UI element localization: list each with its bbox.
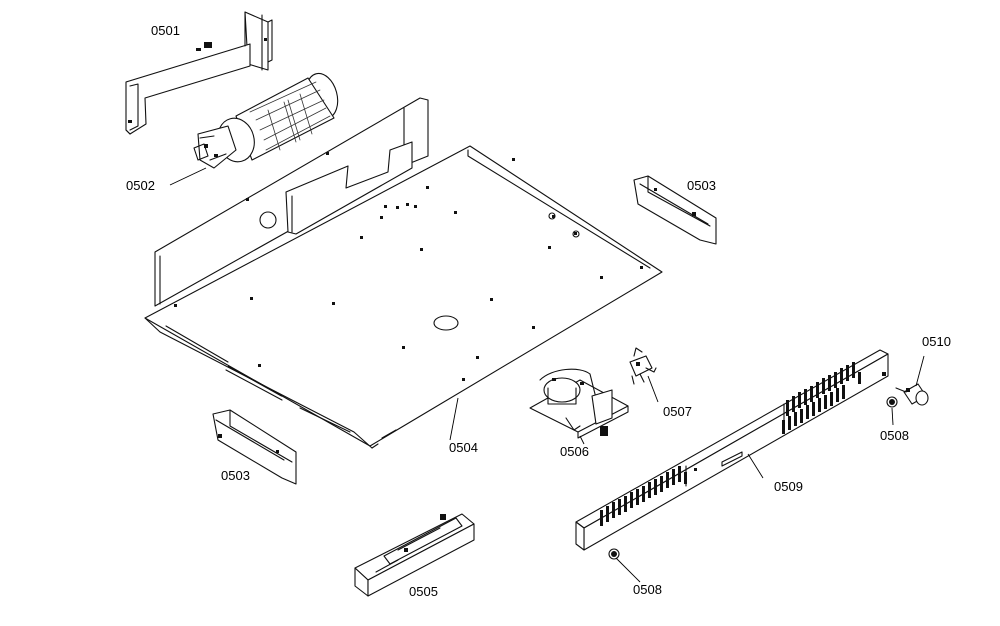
part-0507-switch — [629, 347, 657, 385]
callout-0510: 0510 — [922, 334, 951, 349]
part-0505-housing — [354, 513, 475, 597]
callout-0503-right: 0503 — [687, 178, 716, 193]
part-0501-bracket — [125, 11, 273, 135]
part-0503-left-bracket — [212, 409, 297, 485]
callout-0505: 0505 — [409, 584, 438, 599]
callout-0508-right: 0508 — [880, 428, 909, 443]
callout-0506: 0506 — [560, 444, 589, 459]
part-0509-front-panel — [575, 349, 889, 551]
callout-0503-left: 0503 — [221, 468, 250, 483]
callout-0508-bottom: 0508 — [633, 582, 662, 597]
part-0503-right-bracket — [633, 175, 717, 245]
part-0508-knob-bottom — [608, 548, 620, 560]
callout-0509: 0509 — [774, 479, 803, 494]
part-0506-thermostat — [529, 368, 629, 439]
part-0504-base-plate — [144, 97, 663, 449]
callout-0504: 0504 — [449, 440, 478, 455]
part-0508-knob-right — [886, 396, 898, 408]
part-0502-blower-motor — [193, 72, 339, 169]
part-0510-switch — [895, 383, 929, 406]
callout-0501: 0501 — [151, 23, 180, 38]
callout-0507: 0507 — [663, 404, 692, 419]
leader-lines — [169, 167, 925, 583]
callout-0502: 0502 — [126, 178, 155, 193]
